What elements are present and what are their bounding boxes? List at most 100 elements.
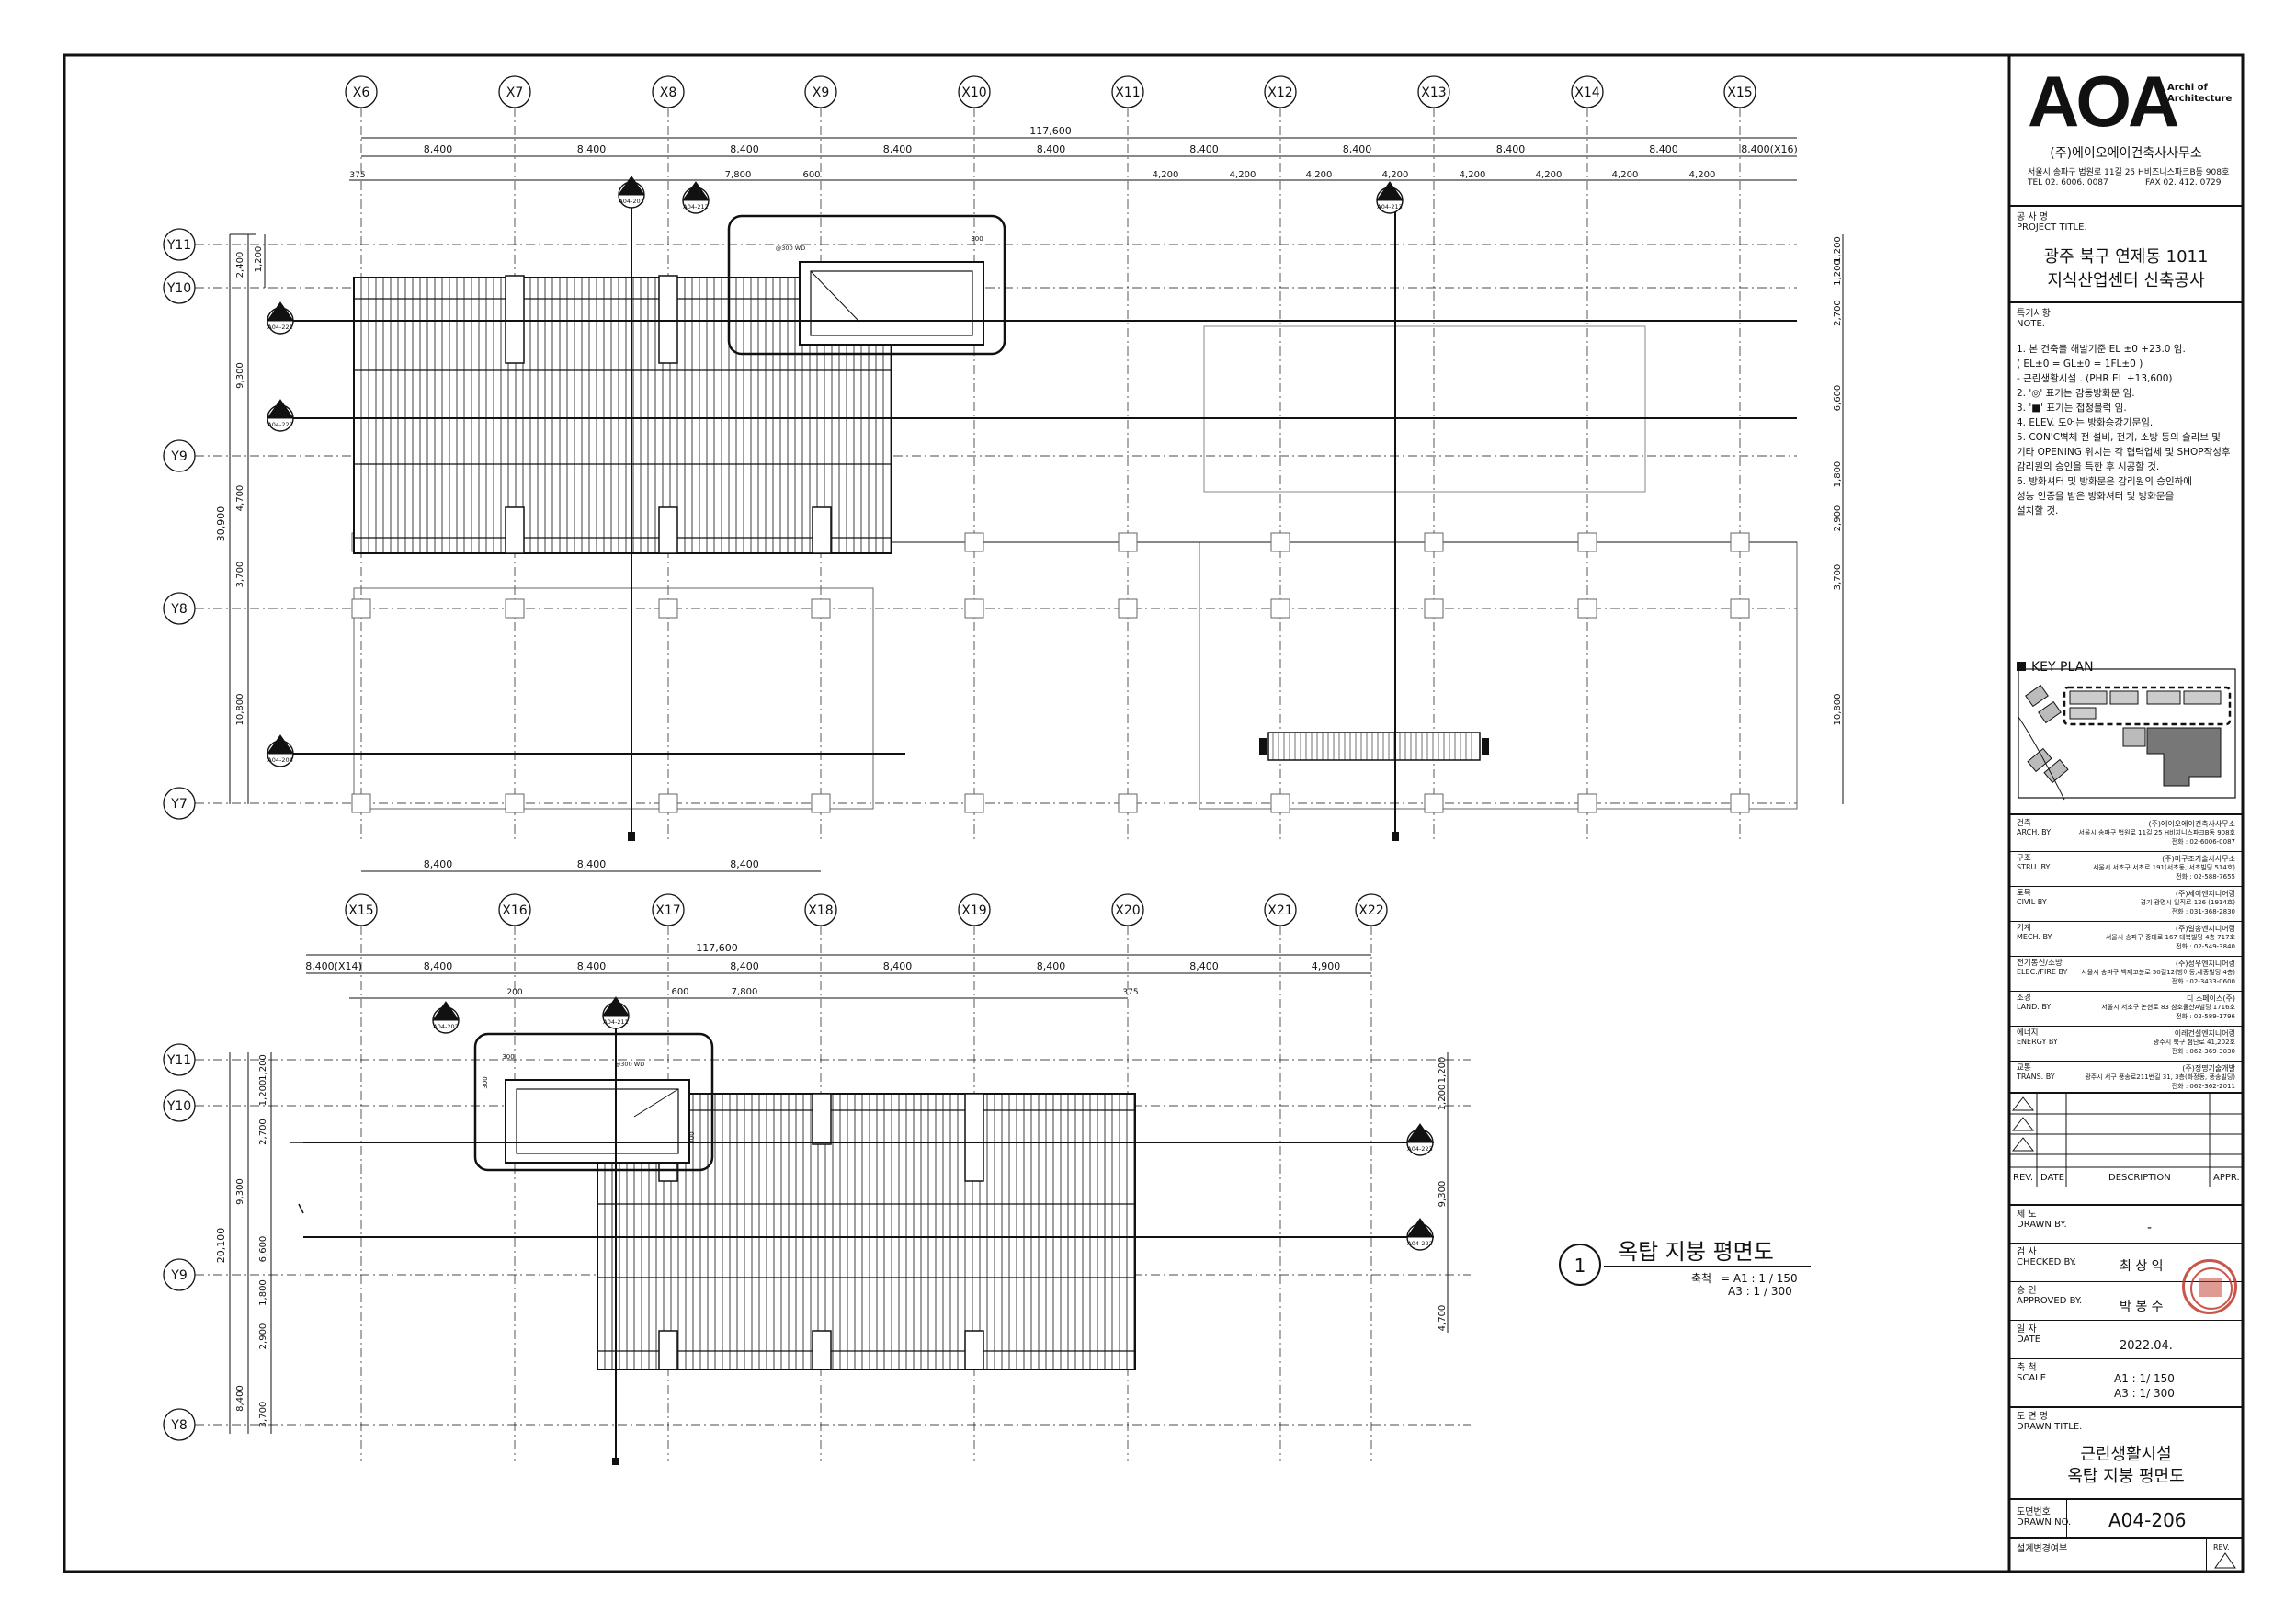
- plan-scale-a1: = A1 : 1 / 150: [1721, 1272, 1798, 1285]
- dim-bay: 8,400: [1037, 143, 1066, 155]
- dim-bay: 8,400: [577, 143, 607, 155]
- skylight: [799, 261, 984, 346]
- note-item: 설치할 것.: [2017, 505, 2059, 517]
- roof-post: [505, 506, 525, 554]
- stair-cap: [1482, 738, 1489, 755]
- section-marker-number: 2: [278, 744, 282, 752]
- dim-sub: 4,200: [1382, 170, 1409, 180]
- column: [1730, 793, 1750, 813]
- dim-bay: 8,400(X14): [305, 960, 362, 972]
- section-marker-arrow-icon: [1406, 1218, 1434, 1238]
- consultant-name: 이레건설엔지니어링: [2174, 1029, 2235, 1038]
- section-marker-arrow-icon: [432, 1001, 460, 1021]
- project-section: 공 사 명 PROJECT TITLE. 광주 북구 연제동 1011 지식산업…: [2009, 205, 2243, 301]
- dim-left: 4,700: [235, 485, 245, 512]
- section-marker-ref: A04-222: [1407, 1240, 1432, 1247]
- grid-label: X20: [1115, 903, 1140, 918]
- grid-label: X7: [506, 85, 524, 100]
- dim-left: 10,800: [235, 694, 245, 726]
- skylight-leader: [810, 270, 860, 323]
- dim-right: 2,700: [1833, 300, 1843, 326]
- opening-dim: 300: [688, 1131, 696, 1143]
- consultant-role-ko: 구조: [2017, 854, 2031, 863]
- dim-tick: [298, 1203, 304, 1214]
- grid-label: X17: [655, 903, 680, 918]
- opening-dim: 300: [482, 1076, 489, 1088]
- scale-a3-value: A3 : 1/ 300: [2114, 1387, 2175, 1400]
- consultant-role-ko: 건축: [2017, 819, 2031, 828]
- section-marker-number: 1: [613, 1005, 618, 1014]
- dim-bay: 8,400(X16): [1741, 143, 1798, 155]
- approved-by-label-en: APPROVED BY.: [2017, 1296, 2083, 1306]
- roof-post: [812, 1330, 832, 1370]
- dim-left: 2,900: [258, 1323, 268, 1350]
- dim-sub: 4,200: [1460, 170, 1486, 180]
- consultant-role-en: LAND. BY: [2017, 1003, 2052, 1011]
- revision-triangle-icon: [2011, 1096, 2035, 1111]
- dim-right: 1,200: [1438, 1057, 1448, 1084]
- consultant-role-ko: 기계: [2017, 924, 2031, 933]
- column: [1118, 793, 1138, 813]
- section-marker-ref: A04-204: [267, 756, 292, 764]
- consultant-name: (주)정명기술개발: [2182, 1064, 2235, 1073]
- consultant-address: 광주시 북구 첨단로 41,202호: [2153, 1039, 2235, 1046]
- date-row: 일 자 DATE 2022.04.: [2009, 1320, 2243, 1358]
- dim-bottom: 8,400: [730, 858, 759, 870]
- consultant-tel: 전화 : 02-588-7655: [2176, 873, 2235, 880]
- drawing-no-label-en: DRAWN NO.: [2017, 1517, 2072, 1528]
- column: [1424, 793, 1444, 813]
- consultant-role-ko: 에너지: [2017, 1028, 2039, 1038]
- drawing-title-line2: 옥탑 지붕 평면도: [2067, 1467, 2185, 1486]
- consultant-role-ko: 전기통신/소방: [2017, 959, 2063, 968]
- dim-left: 9,300: [235, 362, 245, 389]
- section-marker-number: 2: [443, 1010, 448, 1018]
- consultant-role-ko: 조경: [2017, 994, 2031, 1003]
- consultant-role-en: ARCH. BY: [2017, 828, 2052, 836]
- roof-post: [812, 506, 832, 554]
- firm-logo: AOA: [2028, 61, 2179, 142]
- section-marker-ref: A04-221: [267, 324, 292, 331]
- consultant-tel: 전화 : 02-6006-0087: [2171, 838, 2235, 846]
- dim-right: 1,800: [1833, 461, 1843, 488]
- dim-right: 2,900: [1833, 505, 1843, 532]
- dim-sub: 375: [349, 171, 365, 180]
- consultant-name: (주)성우엔지니어링: [2175, 960, 2235, 968]
- grid-label: X15: [1727, 85, 1752, 100]
- scale-label-ko: 축 척: [2017, 1363, 2037, 1373]
- scale-label-en: SCALE: [2017, 1373, 2047, 1383]
- appr-header: APPR.: [2213, 1173, 2240, 1183]
- note-label: @300 WD: [776, 244, 805, 252]
- checked-by-label-en: CHECKED BY.: [2017, 1257, 2077, 1267]
- dim-total: 117,600: [1029, 125, 1072, 137]
- grid-label: X6: [353, 85, 370, 100]
- consultant-divider: [2009, 851, 2243, 852]
- consultant-divider: [2009, 991, 2243, 992]
- roof-post: [964, 1093, 984, 1182]
- design-change-row: 설계변경여부 REV.: [2009, 1537, 2243, 1573]
- column: [505, 598, 525, 619]
- consultant-name: (주)에이오에이건축사사무소: [2148, 820, 2235, 828]
- dim-left-total: 30,900: [215, 506, 227, 542]
- plan-title-circle: [1559, 1244, 1601, 1286]
- dim-bay: 8,400: [883, 143, 913, 155]
- dim-sub: 7,800: [732, 987, 758, 997]
- grid-label: Y11: [166, 1053, 191, 1068]
- column: [505, 793, 525, 813]
- dim-sub: 4,200: [1536, 170, 1563, 180]
- grid-label: X18: [808, 903, 833, 918]
- dim-sub: 7,800: [725, 170, 752, 180]
- grid-label: Y11: [166, 238, 191, 253]
- dim-left: 3,700: [235, 562, 245, 588]
- section-marker-ref: A04-202: [433, 1023, 458, 1030]
- section-marker-ref: A04-212: [683, 203, 708, 210]
- grid-label: Y9: [170, 449, 187, 464]
- revision-grid: [2009, 1094, 2243, 1187]
- dim-right: 1,200: [1833, 236, 1843, 263]
- column: [1577, 793, 1597, 813]
- scale-row: 축 척 SCALE A1 : 1/ 150 A3 : 1/ 300: [2009, 1358, 2243, 1404]
- approved-by-value: 박 봉 수: [2120, 1300, 2164, 1314]
- dim-right: 9,300: [1438, 1181, 1448, 1208]
- stair: [1267, 732, 1481, 761]
